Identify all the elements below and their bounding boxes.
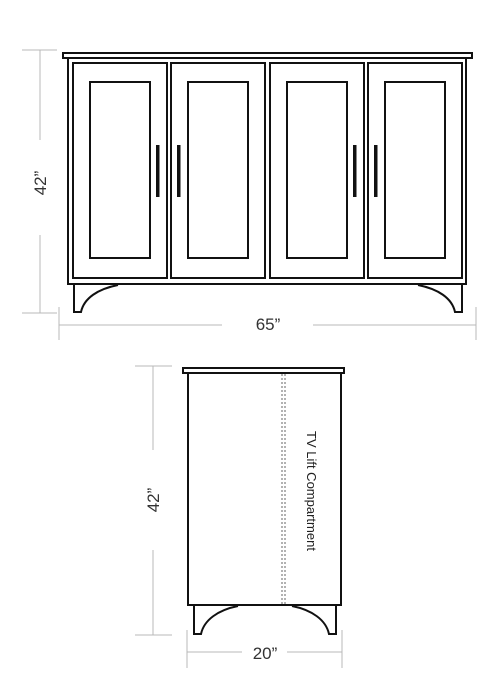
door-3-handle: [353, 145, 357, 197]
door-1: [72, 62, 168, 279]
tv-lift-compartment-lines: [281, 374, 286, 604]
door-2-glass-panel: [187, 81, 249, 259]
door-4-glass-panel: [384, 81, 446, 259]
front-cabinet-body: [67, 57, 467, 285]
front-height-dimension: 42”: [22, 49, 57, 314]
door-3-glass-panel: [286, 81, 348, 259]
front-height-label: 42”: [31, 170, 50, 195]
side-right-leg: [291, 605, 337, 635]
door-2-frame: [170, 62, 266, 279]
door-1-glass-panel: [89, 81, 151, 259]
door-4-frame: [367, 62, 463, 279]
front-doors: [72, 62, 463, 279]
side-depth-dimension: 20”: [186, 630, 343, 668]
front-right-leg: [417, 284, 463, 313]
front-left-leg: [73, 284, 119, 313]
side-height-label: 42”: [144, 487, 163, 512]
side-left-leg: [193, 605, 239, 635]
side-cabinet-body: [187, 372, 342, 606]
door-4-handle: [374, 145, 378, 197]
front-width-dimension: 65”: [58, 307, 477, 340]
side-view: TV Lift Compartment 42” 20”: [135, 365, 345, 668]
tv-lift-compartment-label: TV Lift Compartment: [304, 431, 319, 551]
front-width-label: 65”: [256, 315, 281, 334]
side-depth-label: 20”: [253, 644, 278, 663]
door-3: [269, 62, 365, 279]
door-2: [170, 62, 266, 279]
door-3-frame: [269, 62, 365, 279]
side-height-dimension: 42”: [135, 365, 172, 636]
door-1-handle: [156, 145, 160, 197]
front-view: 42” 65”: [22, 49, 477, 340]
door-2-handle: [177, 145, 181, 197]
door-1-frame: [72, 62, 168, 279]
door-4: [367, 62, 463, 279]
